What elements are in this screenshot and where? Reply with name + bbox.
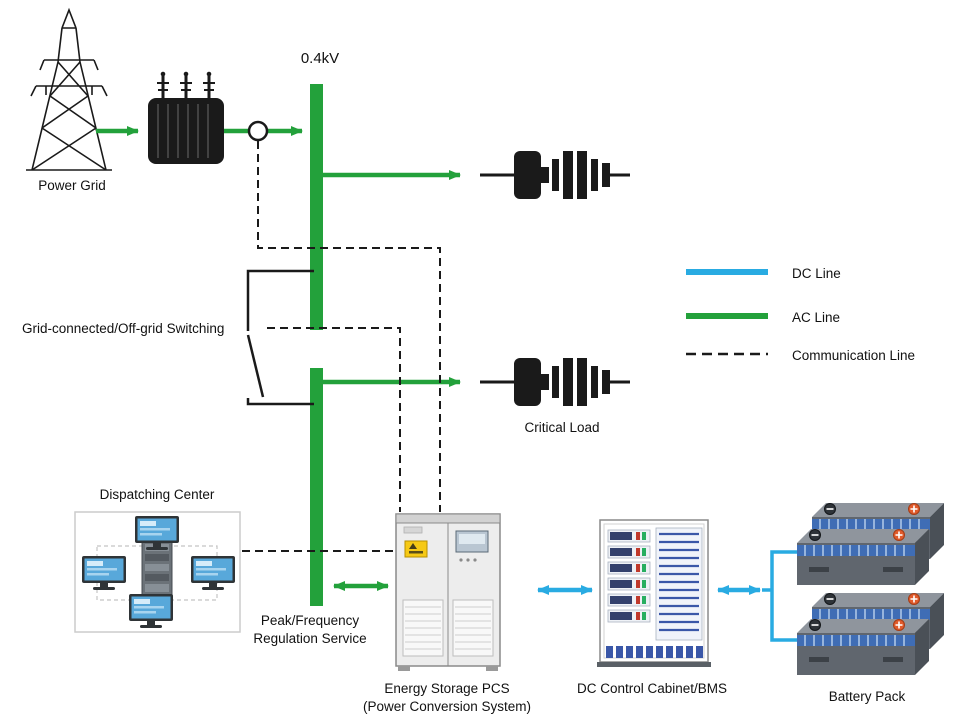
grid-switch-symbol: [246, 269, 314, 406]
transmission-tower-icon: [26, 7, 112, 171]
ac-lines: [96, 84, 461, 606]
connection-node-icon: [247, 120, 269, 142]
dispatching-center-panel: [74, 511, 241, 633]
comm-line-meter-to-pcs: [257, 141, 441, 512]
grid-switching-label: Grid-connected/Off-grid Switching: [22, 321, 225, 336]
power-grid-label: Power Grid: [38, 178, 106, 193]
dc-control-cabinet-icon: [597, 519, 711, 667]
peak-frequency-label: Peak/Frequency Regulation Service: [253, 612, 366, 647]
peak-frequency-line2: Regulation Service: [253, 630, 367, 646]
critical-load-icon: [478, 356, 632, 408]
communication-lines: [242, 141, 441, 552]
dc-cabinet-label: DC Control Cabinet/BMS: [576, 681, 728, 696]
legend-comm-line-label: Communication Line: [792, 348, 916, 363]
comm-line-switch-to-pcs: [267, 327, 401, 512]
pcs-label: Energy Storage PCS (Power Conversion Sys…: [363, 680, 531, 715]
ac-bus-lower: [310, 368, 323, 606]
legend-dc-line-label: DC Line: [792, 266, 841, 281]
bus-voltage-label: 0.4kV: [300, 50, 340, 67]
critical-load-label: Critical Load: [524, 420, 600, 435]
battery-pack-label: Battery Pack: [828, 689, 906, 704]
battery-pack-icon: [796, 618, 930, 676]
battery-pack-icon: [796, 528, 930, 586]
peak-frequency-line1: Peak/Frequency: [260, 613, 360, 628]
legend: [686, 269, 768, 356]
pcs-label-line2: (Power Conversion System): [362, 698, 532, 714]
pcs-cabinet-icon: [395, 513, 501, 671]
dc-battery-link: [762, 550, 802, 642]
pcs-label-line1: Energy Storage PCS: [384, 681, 510, 696]
legend-ac-line-label: AC Line: [792, 310, 841, 325]
transformer-icon: [148, 71, 224, 164]
dispatching-center-label: Dispatching Center: [99, 487, 215, 502]
load-icon: [478, 149, 632, 201]
ac-bus-upper: [310, 84, 323, 330]
